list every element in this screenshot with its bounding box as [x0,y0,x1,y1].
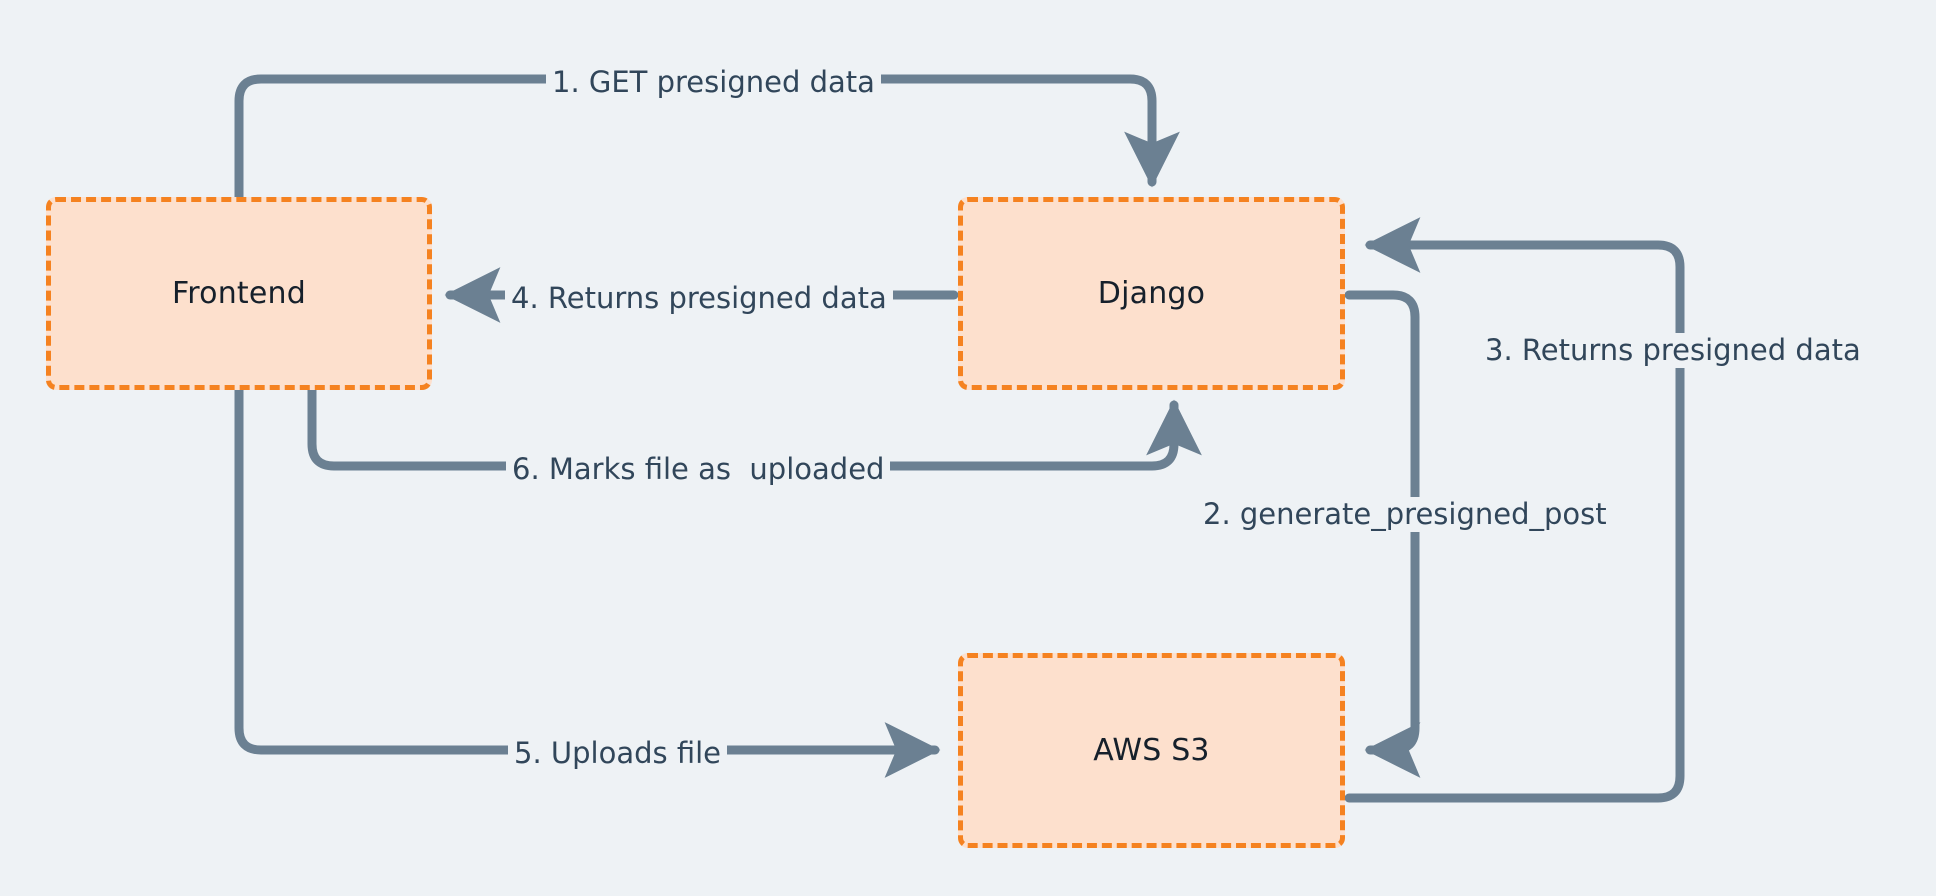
node-django-label: Django [1097,276,1206,311]
edge-label-2: 2. generate_presigned_post [1197,497,1613,532]
node-aws-s3-label: AWS S3 [1093,733,1210,768]
edge-path-5 [234,385,941,778]
node-django[interactable]: Django [958,197,1345,390]
node-frontend-label: Frontend [172,276,306,311]
node-frontend[interactable]: Frontend [46,197,432,390]
node-aws-s3[interactable]: AWS S3 [958,653,1345,848]
edge-label-1: 1. GET presigned data [546,65,881,100]
edge-label-4: 4. Returns presigned data [505,281,893,316]
edge-label-6: 6. Marks file as uploaded [506,452,891,487]
edge-label-3: 3. Returns presigned data [1479,333,1867,368]
edge-label-5: 5. Uploads file [508,736,727,771]
edge-path-3 [1344,217,1685,803]
